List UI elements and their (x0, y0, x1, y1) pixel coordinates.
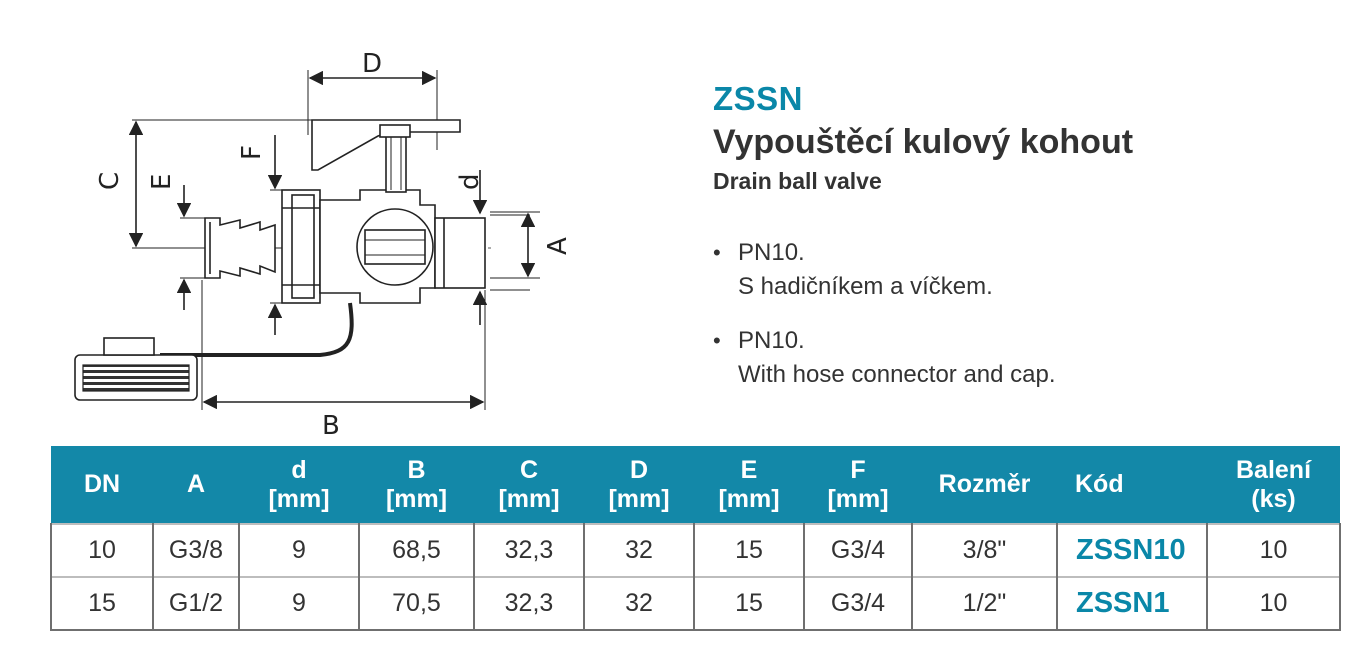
cell-e: 15 (694, 576, 805, 631)
cell-e: 15 (694, 523, 805, 577)
cell-c: 32,3 (474, 576, 585, 631)
header-baleni: Balení(ks) (1207, 446, 1340, 524)
feature-list: • PN10. S hadičníkem a víčkem. • PN10. W… (713, 236, 1056, 412)
cell-b: 70,5 (359, 576, 475, 631)
header-kod: Kód (1057, 446, 1207, 524)
product-code: ZSSN (713, 80, 804, 117)
cell-d: 32 (584, 523, 695, 577)
spec-table: DN A d[mm] B[mm] C[mm] D[mm] E[mm] F[mm]… (50, 446, 1341, 631)
product-title-en: Drain ball valve (713, 168, 882, 194)
dim-label-A: A (543, 237, 573, 255)
cell-c: 32,3 (474, 523, 585, 577)
header-e: E[mm] (694, 446, 804, 524)
dim-label-B: B (322, 411, 340, 441)
feature-item-en: • PN10. With hose connector and cap. (713, 324, 1056, 392)
table-header-row: DN A d[mm] B[mm] C[mm] D[mm] E[mm] F[mm]… (51, 446, 1340, 524)
cell-d: 32 (584, 576, 695, 631)
cell-kod: ZSSN1 (1057, 576, 1208, 631)
header-d-small: d[mm] (239, 446, 359, 524)
dim-label-d: d (455, 173, 485, 190)
header-c: C[mm] (474, 446, 584, 524)
cell-baleni: 10 (1207, 576, 1341, 631)
header-a: A (153, 446, 239, 524)
cell-f: G3/4 (804, 523, 913, 577)
header-rozmer: Rozměr (912, 446, 1057, 524)
cell-d-small: 9 (239, 523, 360, 577)
feature-line-2: With hose connector and cap. (738, 361, 1056, 388)
bullet-dot-icon: • (713, 328, 721, 353)
dim-label-C: C (95, 172, 125, 190)
cell-a: G3/8 (153, 523, 240, 577)
bullet-dot-icon: • (713, 240, 721, 265)
cell-dn: 15 (50, 576, 154, 631)
table-row: 10 G3/8 9 68,5 32,3 32 15 G3/4 3/8" ZSSN… (50, 523, 1341, 577)
dim-label-F: F (237, 145, 267, 160)
dim-label-E: E (147, 174, 177, 190)
header-b: B[mm] (359, 446, 474, 524)
table-row: 15 G1/2 9 70,5 32,3 32 15 G3/4 1/2" ZSSN… (50, 576, 1341, 631)
cell-kod: ZSSN10 (1057, 523, 1208, 577)
feature-line-2: S hadičníkem a víčkem. (738, 273, 993, 300)
cell-a: G1/2 (153, 576, 240, 631)
cell-rozmer: 1/2" (912, 576, 1058, 631)
feature-item-cz: • PN10. S hadičníkem a víčkem. (713, 236, 1056, 304)
dim-label-D: D (362, 49, 382, 79)
feature-line-1: PN10. (738, 327, 805, 354)
cell-baleni: 10 (1207, 523, 1341, 577)
feature-line-1: PN10. (738, 239, 805, 266)
cell-rozmer: 3/8" (912, 523, 1058, 577)
cell-b: 68,5 (359, 523, 475, 577)
header-dn: DN (51, 446, 153, 524)
product-title-cz: Vypouštěcí kulový kohout (713, 123, 1134, 161)
valve-technical-drawing: D C E F d A B (74, 49, 573, 441)
header-d: D[mm] (584, 446, 694, 524)
cell-dn: 10 (50, 523, 154, 577)
cell-d-small: 9 (239, 576, 360, 631)
cell-f: G3/4 (804, 576, 913, 631)
header-f: F[mm] (804, 446, 912, 524)
